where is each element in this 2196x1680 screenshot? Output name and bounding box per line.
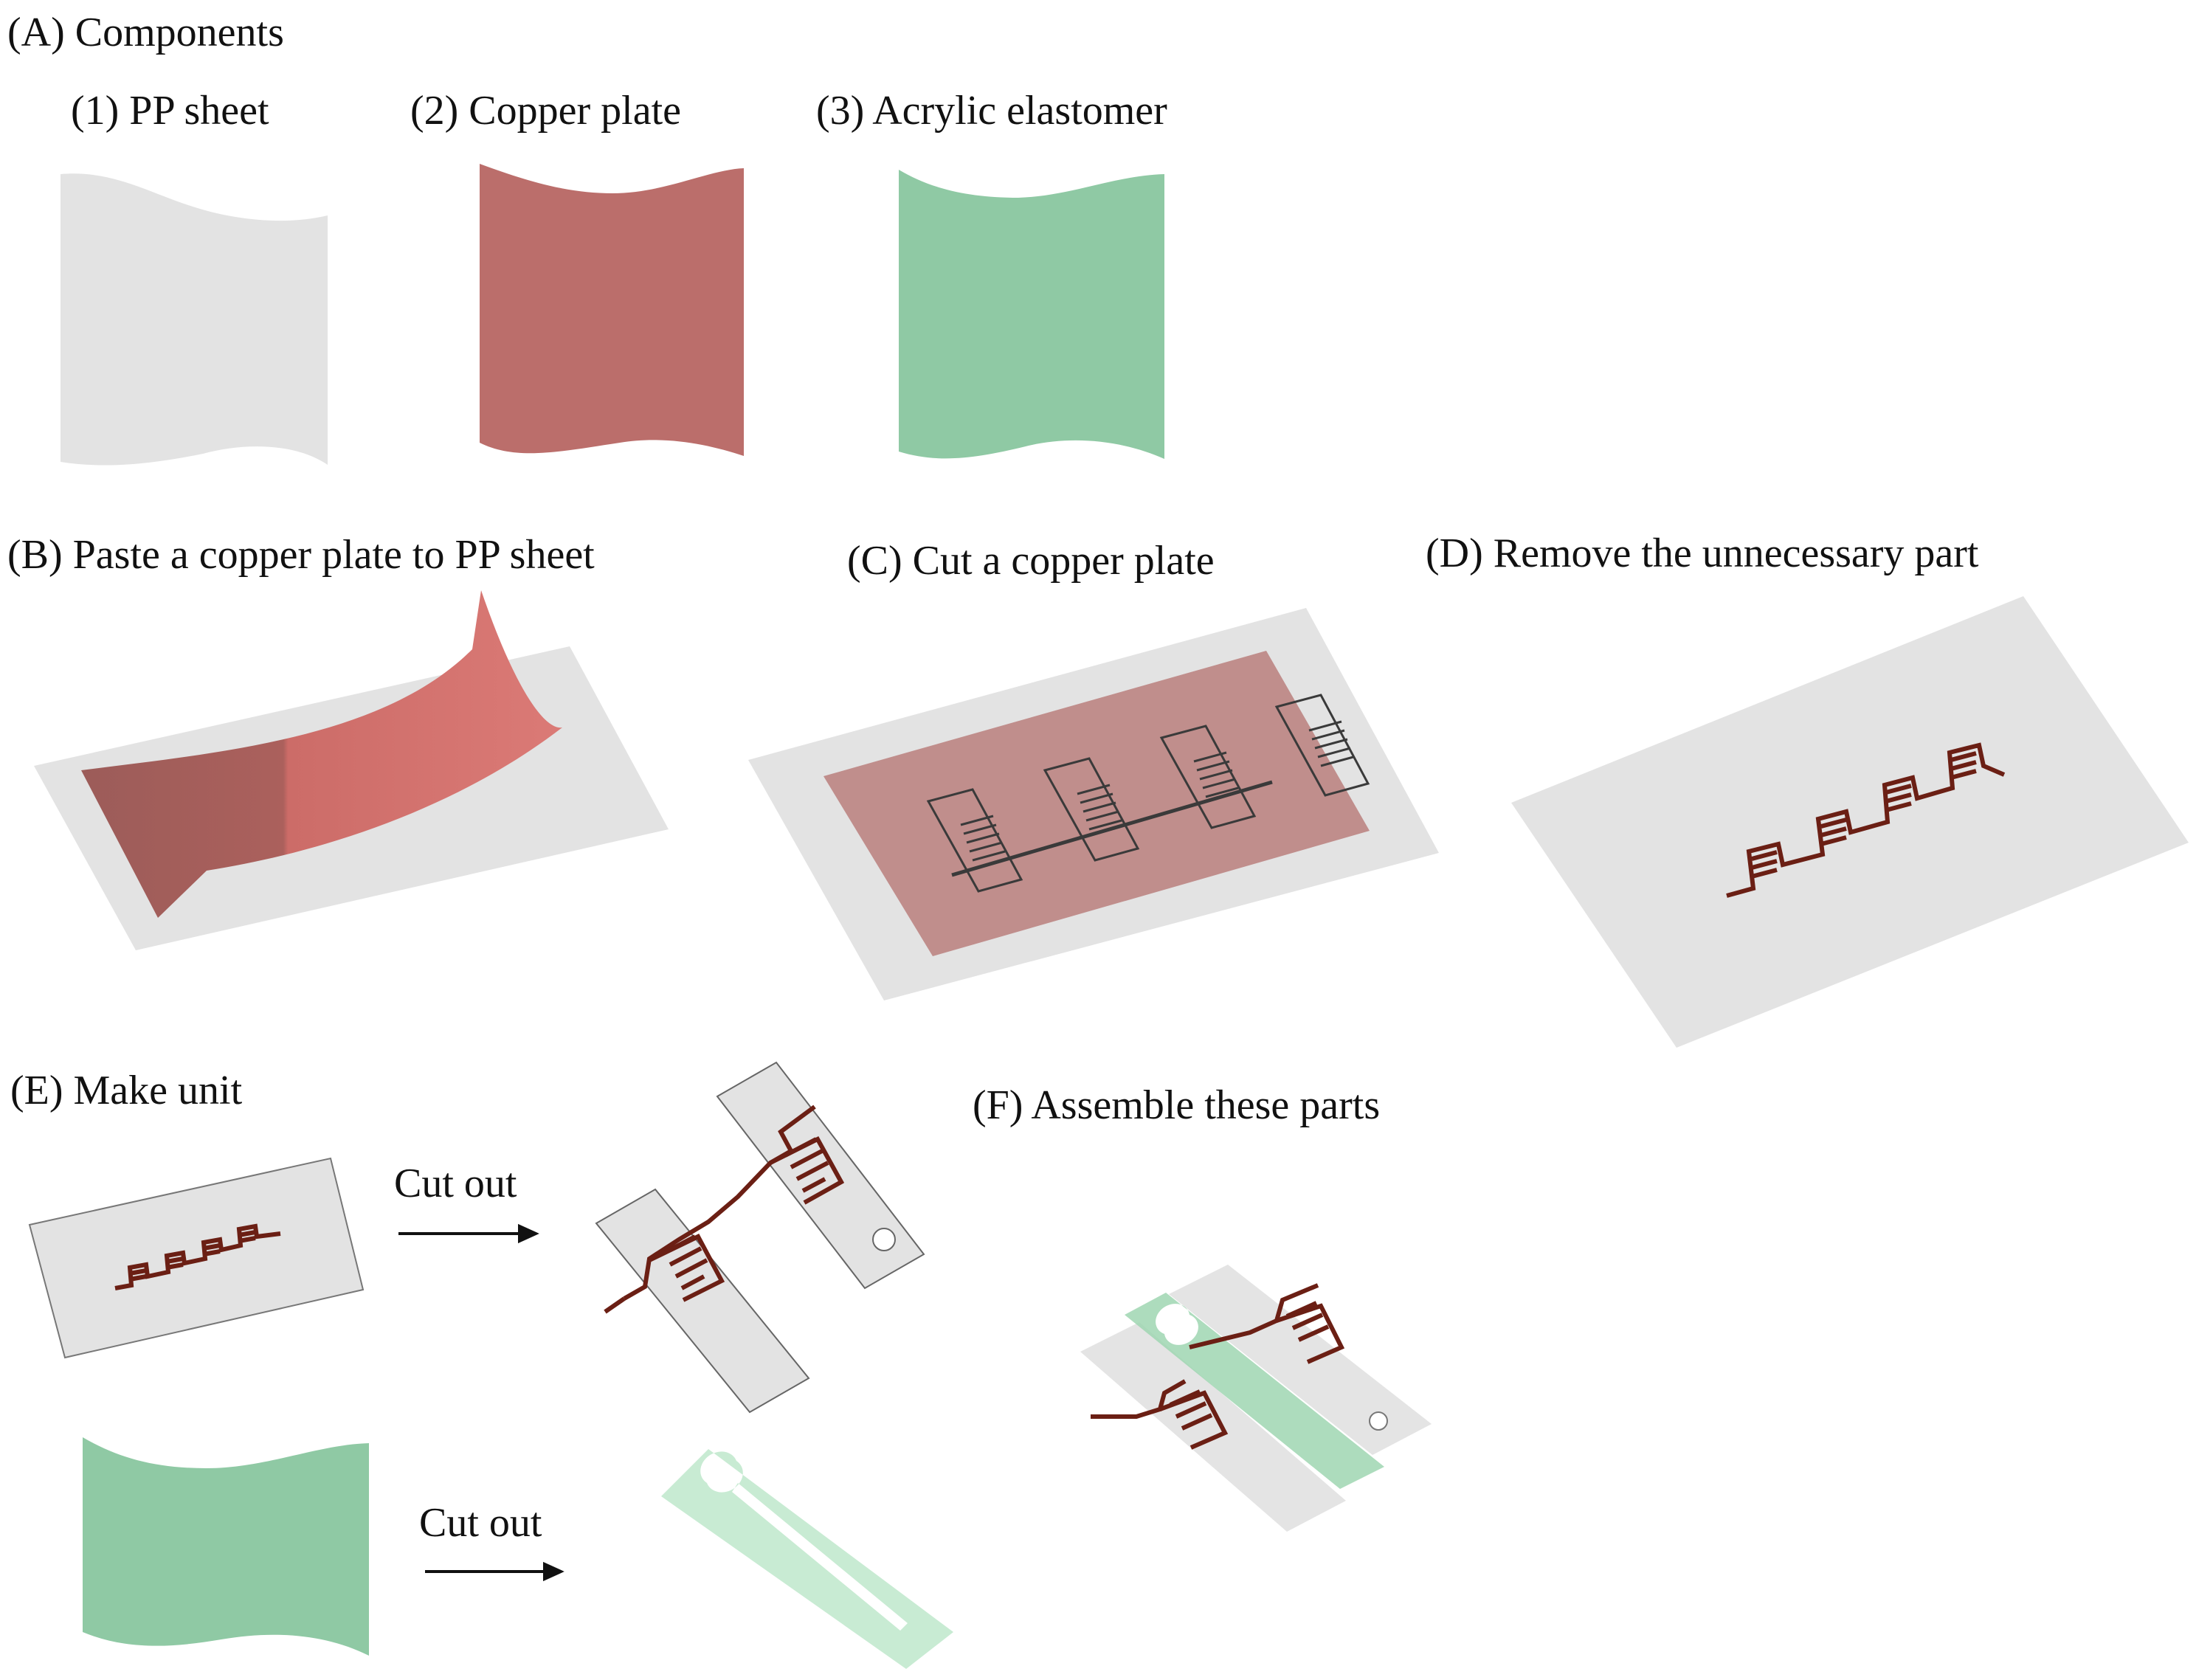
cut-out-label-2: Cut out	[419, 1500, 542, 1546]
panel-a-title: (A) Components	[7, 10, 284, 55]
assembled-elastomer	[1125, 1293, 1384, 1489]
panel-e-title: (E) Make unit	[10, 1068, 243, 1113]
panel-a2-label: (2) Copper plate	[410, 88, 681, 134]
panel-c-title: (C) Cut a copper plate	[847, 538, 1215, 584]
unit-strip-1	[716, 1061, 925, 1290]
copper-trace-assembled	[1091, 1283, 1345, 1450]
unit-strip-2	[595, 1188, 810, 1414]
panel-d-title: (D) Remove the unnecessary part	[1426, 530, 1979, 576]
panel-f-title: (F) Assemble these parts	[973, 1082, 1381, 1128]
copper-trace-e	[114, 1223, 281, 1290]
strip-hole	[1369, 1411, 1388, 1431]
pp-sheet-shape	[61, 173, 328, 466]
assembled-sheet-back	[1169, 1265, 1432, 1455]
panel-a3-label: (3) Acrylic elastomer	[816, 88, 1167, 134]
cut-out-label-1: Cut out	[394, 1161, 517, 1206]
assembled-sheet-front	[1080, 1322, 1346, 1532]
panel-b-title: (B) Paste a copper plate to PP sheet	[7, 532, 595, 578]
arrow-icon	[425, 1561, 564, 1582]
copper-plate-shape	[480, 164, 744, 456]
copper-plate-peeling	[81, 590, 562, 918]
pp-sheet-e	[28, 1157, 365, 1359]
arrow-icon	[398, 1223, 539, 1244]
cut-pattern	[926, 694, 1370, 893]
copper-trace-d	[1726, 742, 2006, 898]
elastomer-sheet-e	[83, 1437, 369, 1656]
strip-hole	[872, 1228, 896, 1251]
panel-a1-label: (1) PP sheet	[71, 88, 269, 134]
copper-plate-c	[824, 651, 1370, 956]
acrylic-elastomer-shape	[899, 170, 1164, 459]
elastomer-strip-cut	[661, 1449, 953, 1669]
copper-trace-unit	[604, 1105, 845, 1314]
